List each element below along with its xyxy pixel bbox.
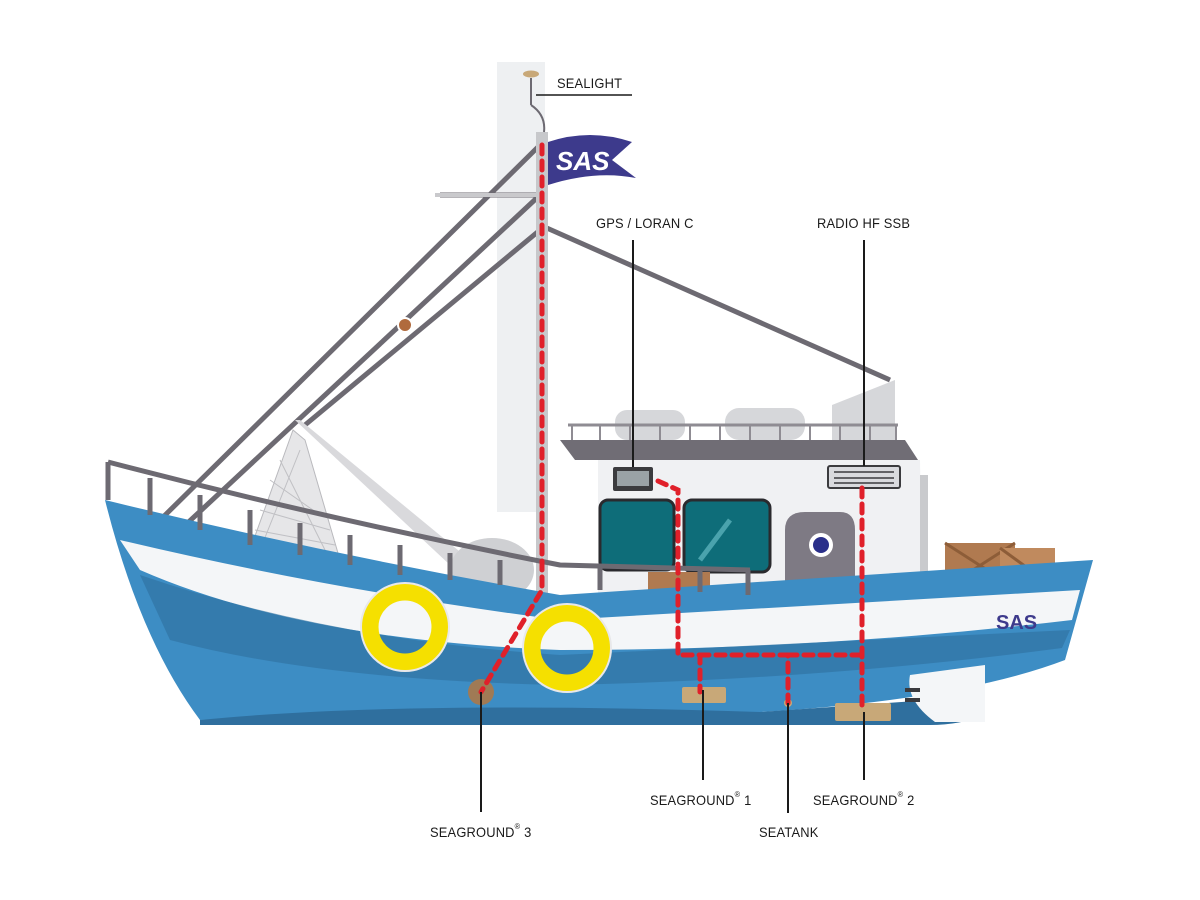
sas-flag [548, 135, 636, 185]
lifebuoy-right-icon [522, 603, 612, 693]
hull-logo-text: SAS [996, 612, 1038, 634]
gps-loran-label: GPS / LORAN C [596, 215, 694, 231]
porthole-icon [813, 537, 829, 553]
window-glare [698, 518, 732, 562]
seaground3-text: SEAGROUND [430, 824, 515, 840]
seaground1-reg-mark: ® [734, 790, 741, 799]
seaground2-label: SEAGROUND® 2 [813, 790, 915, 808]
gps-screen [617, 471, 649, 486]
seaground3-reg-mark: ® [514, 822, 521, 831]
lifebuoy-left-icon [360, 582, 450, 672]
seaground2-number: 2 [907, 792, 915, 808]
cabin-ladder [920, 475, 928, 575]
deck-railing [105, 459, 751, 595]
cabin-window-left [598, 498, 676, 572]
fishing-net [249, 429, 341, 561]
radio-hf-label: RADIO HF SSB [817, 215, 911, 231]
seaground1-number: 1 [744, 792, 752, 808]
seatank-label: SEATANK [759, 824, 819, 840]
radio-unit-icon [827, 465, 901, 489]
label-leaders [480, 240, 865, 813]
grounding-paths [478, 142, 865, 715]
cabin-window-right [682, 498, 772, 574]
seaground1-label: SEAGROUND® 1 [650, 790, 752, 808]
sealight-label: SEALIGHT [557, 75, 623, 91]
seaground2-text: SEAGROUND [813, 792, 898, 808]
pulley-icon [397, 317, 413, 333]
crane-boom [295, 420, 470, 565]
flag-logo-text: SAS [556, 146, 610, 176]
sealight-icon [523, 70, 539, 78]
light-cable [530, 104, 546, 133]
radio-controls [834, 471, 894, 484]
seaground1-text: SEAGROUND [650, 792, 735, 808]
seaground3-number: 3 [524, 824, 532, 840]
seaground3-label: SEAGROUND® 3 [430, 822, 532, 840]
seaground2-reg-mark: ® [897, 790, 904, 799]
